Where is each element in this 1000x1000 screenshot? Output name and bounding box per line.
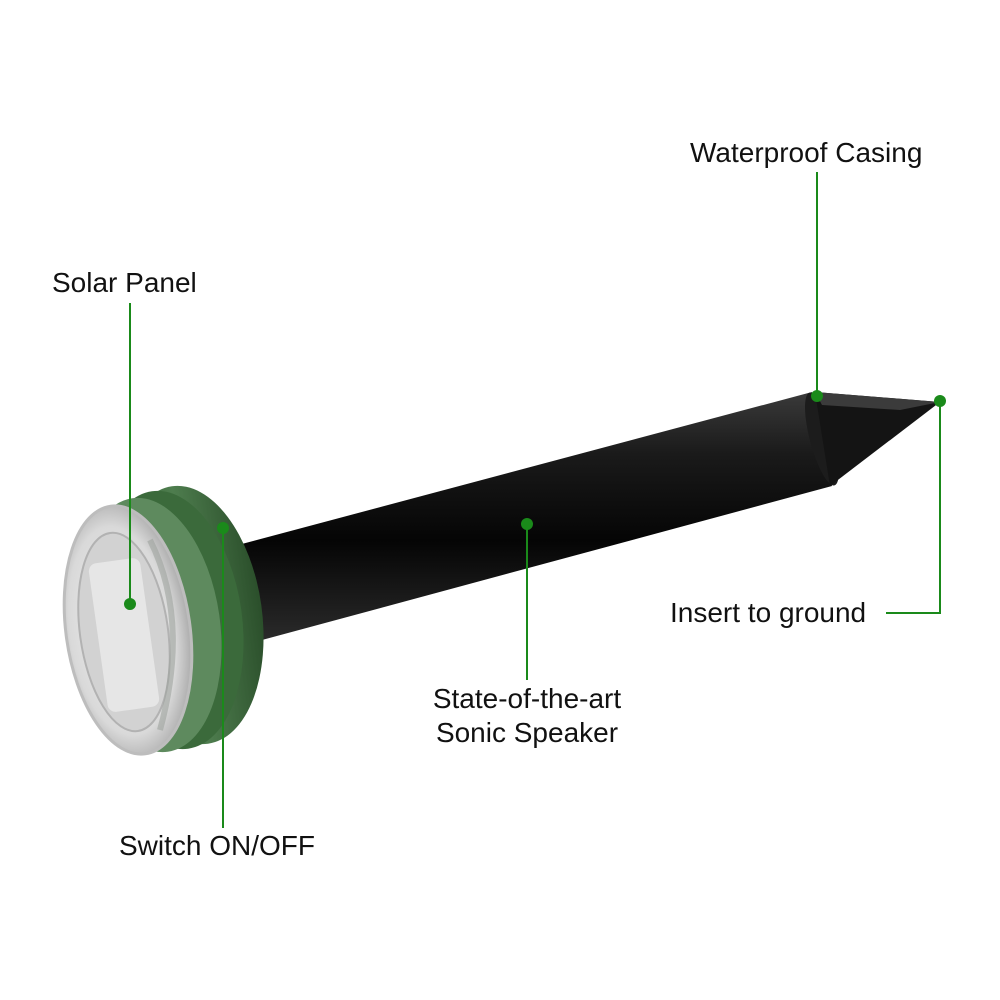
callout-dots — [124, 390, 946, 610]
solar-panel-cap — [62, 504, 194, 756]
waterproof-casing-dot — [811, 390, 823, 402]
switch-dot — [217, 522, 229, 534]
sonic-speaker-label-line1: State-of-the-art — [432, 683, 622, 714]
solar-panel-label: Solar Panel — [52, 267, 197, 298]
solar-panel-dot — [124, 598, 136, 610]
switch-label: Switch ON/OFF — [119, 830, 316, 861]
sonic-speaker-label-line2: Sonic Speaker — [435, 717, 619, 748]
insert-to-ground-label: Insert to ground — [670, 597, 867, 628]
insert-to-ground-leader — [886, 401, 941, 614]
speaker-dot — [521, 518, 533, 530]
sonic-speaker-label: State-of-the-art Sonic Speaker — [397, 682, 657, 750]
stake-tip — [815, 392, 940, 486]
callout-lines — [129, 172, 941, 828]
insert-to-ground-dot — [934, 395, 946, 407]
waterproof-casing-label: Waterproof Casing — [690, 137, 923, 168]
stake-body — [238, 392, 940, 640]
